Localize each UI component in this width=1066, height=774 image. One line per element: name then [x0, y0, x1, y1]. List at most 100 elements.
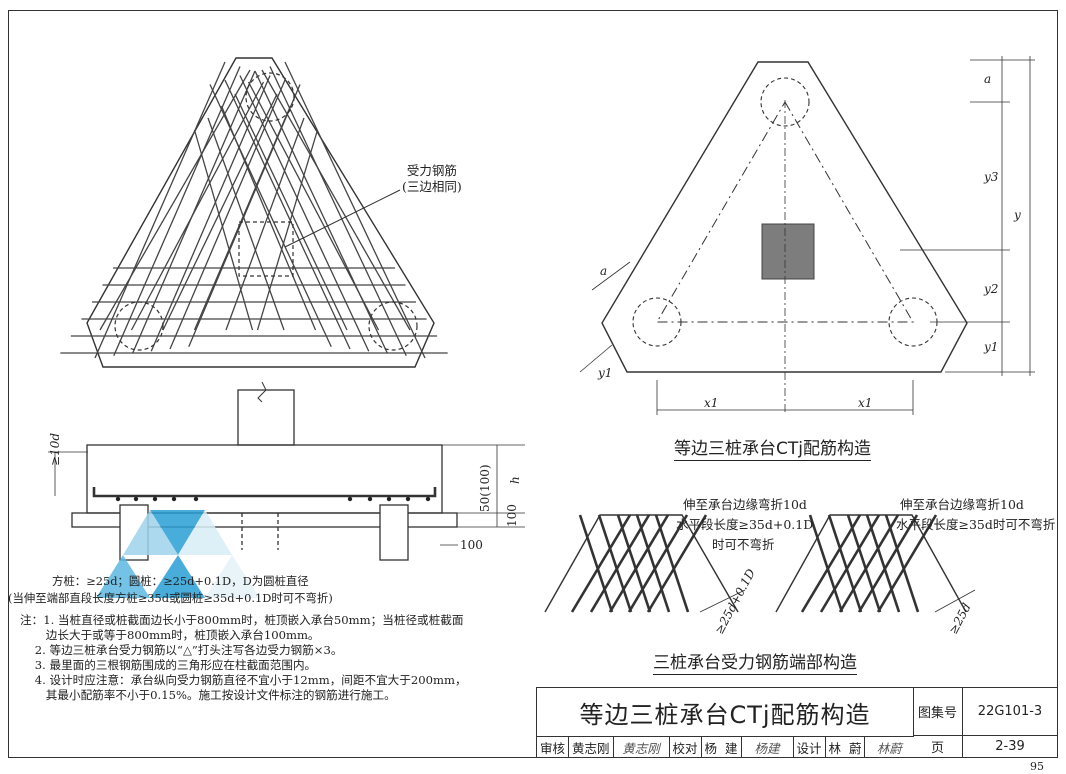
end-bar-b [827, 514, 863, 613]
dim-y: y [1014, 208, 1021, 222]
end-bar-a [646, 514, 708, 613]
end-bar-a [627, 514, 689, 613]
column-section [237, 389, 295, 446]
rebar-dot [133, 496, 139, 502]
rebar-label-line2: (三边相同) [402, 178, 462, 194]
checker-signature: 杨建 [742, 736, 794, 758]
dim-x1-right: x1 [858, 396, 873, 410]
end-detail-right [775, 514, 976, 613]
reviewer-name: 黄志刚 [569, 736, 614, 758]
column-block [761, 223, 815, 280]
rebar-dot [405, 496, 411, 502]
rebar-diag-b [261, 69, 411, 331]
rebar-right [269, 66, 407, 357]
rebar-diag-a [256, 129, 319, 331]
rebar-dot [386, 496, 392, 502]
designer-signature: 林蔚 [876, 740, 902, 756]
end-bar-b [635, 514, 671, 613]
rebar-diag-b [207, 117, 285, 331]
end-bar-b [654, 514, 690, 613]
note-line: 4. 设计时应注意：承台纵向受力钢筋直径不宜小于12mm，间距不宜大于200mm… [20, 673, 467, 687]
atlas-number: 22G101-3 [963, 688, 1058, 736]
note-line: 注：1. 当桩直径或桩截面边长小于800mm时，桩顶嵌入承台50mm；当桩径或桩… [20, 613, 464, 627]
pile-left [114, 301, 164, 351]
rebar-diag-b [234, 93, 348, 331]
rebar-dot [425, 496, 431, 502]
rebar-diag-a [225, 117, 305, 331]
rebar-dot [171, 496, 177, 502]
end-bar-a [876, 514, 938, 613]
rebar-left [150, 75, 271, 352]
rebar-dot [193, 496, 199, 502]
rebar-dot [115, 496, 121, 502]
end-bar-b [616, 514, 652, 613]
design-notes: 注：1. 当桩直径或桩截面边长小于800mm时，桩顶嵌入承台50mm；当桩径或桩… [20, 613, 467, 703]
dim-y1-right: y1 [984, 340, 999, 354]
note-line: 边长大于或等于800mm时，桩顶嵌入承台100mm。 [20, 628, 320, 642]
end-bar-a [608, 514, 670, 613]
rebar-dot [367, 496, 373, 502]
title-block: 等边三桩承台CTj配筋构造 图集号 22G101-3 页 2-39 审核 黄志刚… [536, 687, 1058, 758]
page-corner-number: 95 [1030, 760, 1044, 773]
end-bar-a [589, 514, 651, 613]
drawing-title: 等边三桩承台CTj配筋构造 [537, 688, 914, 737]
end-bar-a [800, 514, 862, 613]
end-detail-left [544, 514, 746, 613]
reviewer-signature: 黄志刚 [614, 736, 670, 758]
column-outline [238, 221, 294, 277]
dim-y2: y2 [984, 282, 999, 296]
signature-row: 审核 黄志刚 黄志刚 校对 杨 建 杨建 设计 林 蔚 林蔚 [537, 736, 913, 758]
pile-top [245, 72, 295, 122]
dim-100: 100 [505, 504, 519, 527]
dim-a-right: a [984, 72, 992, 86]
label-leader [284, 189, 401, 248]
end-right-note-1: 伸至承台边缘弯折10d [900, 497, 1024, 512]
end-bar-b [846, 514, 882, 613]
end-bar-a [857, 514, 919, 613]
end-bar-b [884, 514, 920, 613]
end-bar-b [865, 514, 901, 613]
end-bar-b [578, 514, 614, 613]
rebar-right [224, 79, 351, 350]
end-bar-b [808, 514, 844, 613]
dim-a-left: a [600, 264, 608, 278]
section-note-2: (当伸至端部直段长度方桩≥35d或圆桩≥35d+0.1D时可不弯折) [8, 591, 333, 605]
dim-h: h [508, 476, 522, 484]
drawing-frame [8, 10, 1058, 758]
end-bar-a [570, 514, 632, 613]
rebar-right [254, 70, 389, 354]
rebar-dot [347, 496, 353, 502]
note-line: 其最小配筋率不小于0.15%。施工按设计文件标注的钢筋进行施工。 [20, 688, 396, 702]
rebar-left [113, 66, 241, 357]
end-left-note-1: 伸至承台边缘弯折10d [683, 497, 807, 512]
rebar-diag-a [99, 69, 251, 331]
rebar-diag-a [162, 93, 278, 331]
caption-ends: 三桩承台受力钢筋端部构造 [653, 648, 857, 675]
rebar-diag-a [130, 81, 265, 331]
dim-y3: y3 [984, 170, 999, 184]
dim-100b: 100 [460, 538, 483, 552]
page-number: 2-39 [963, 736, 1058, 758]
rebar-left [94, 61, 226, 359]
rebar-diag-b [193, 129, 254, 331]
designer-name: 林 蔚 [826, 736, 866, 758]
pile-cap-plan [60, 57, 448, 368]
dim-50: 50(100) [478, 464, 492, 512]
pile-cap-section [48, 381, 525, 561]
rebar-diag-b [247, 81, 380, 331]
end-bar-a [819, 514, 881, 613]
end-left-note-2: 水平段长度≥35d+0.1D [676, 517, 814, 532]
rebar-label: 受力钢筋 (三边相同) [402, 163, 462, 194]
review-label: 审核 [537, 736, 570, 758]
rebar-right [239, 75, 370, 352]
rebar-label-line1: 受力钢筋 [406, 163, 457, 178]
end-bar-b [597, 514, 633, 613]
dim-x1-left: x1 [704, 396, 719, 410]
watermark-logo [96, 510, 260, 598]
dim-10d: ≥10d [48, 432, 62, 466]
section-note-1: 方桩：≥25d；圆桩：≥25d+0.1D，D为圆桩直径 [52, 574, 309, 588]
dim-y1-left: y1 [598, 366, 613, 380]
rebar-diag-b [220, 105, 317, 331]
pile-right [368, 301, 418, 351]
